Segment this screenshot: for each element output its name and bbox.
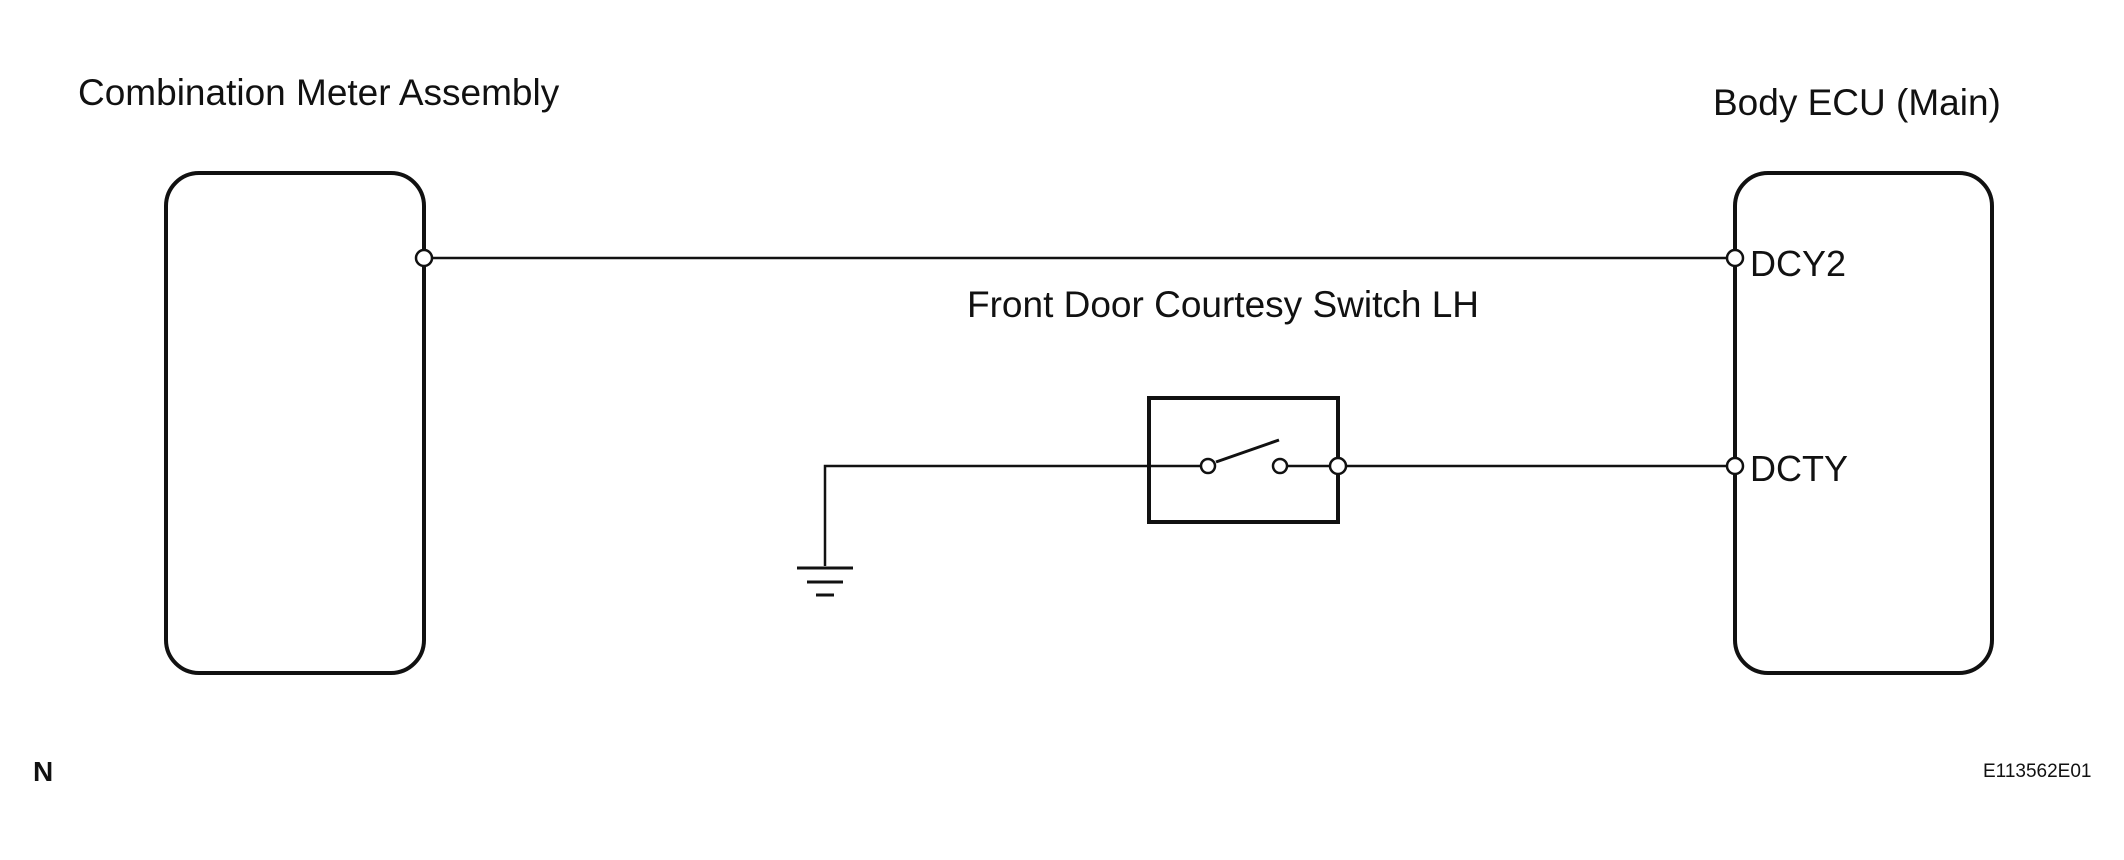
dcty-terminal	[1725, 456, 1745, 476]
body-ecu-label: Body ECU (Main)	[1713, 82, 2001, 123]
ground-wire	[823, 464, 1208, 566]
courtesy-switch-housing	[1147, 396, 1340, 524]
corner-marker-n: N	[33, 756, 54, 787]
courtesy-switch-label: Front Door Courtesy Switch LH	[967, 284, 1480, 325]
switch-terminal	[1328, 456, 1348, 476]
pin-dcy2-label: DCY2	[1750, 243, 1847, 284]
meter-terminal	[414, 248, 434, 268]
figure-id: E113562E01	[1983, 761, 2092, 782]
body-ecu-box	[1733, 171, 1994, 675]
combination-meter-label: Combination Meter Assembly	[78, 72, 560, 113]
combination-meter-box	[164, 171, 426, 675]
courtesy-switch-icon	[1199, 438, 1331, 475]
ground-icon	[797, 566, 853, 597]
dcy2-terminal	[1725, 248, 1745, 268]
pin-dcty-label: DCTY	[1750, 448, 1848, 489]
